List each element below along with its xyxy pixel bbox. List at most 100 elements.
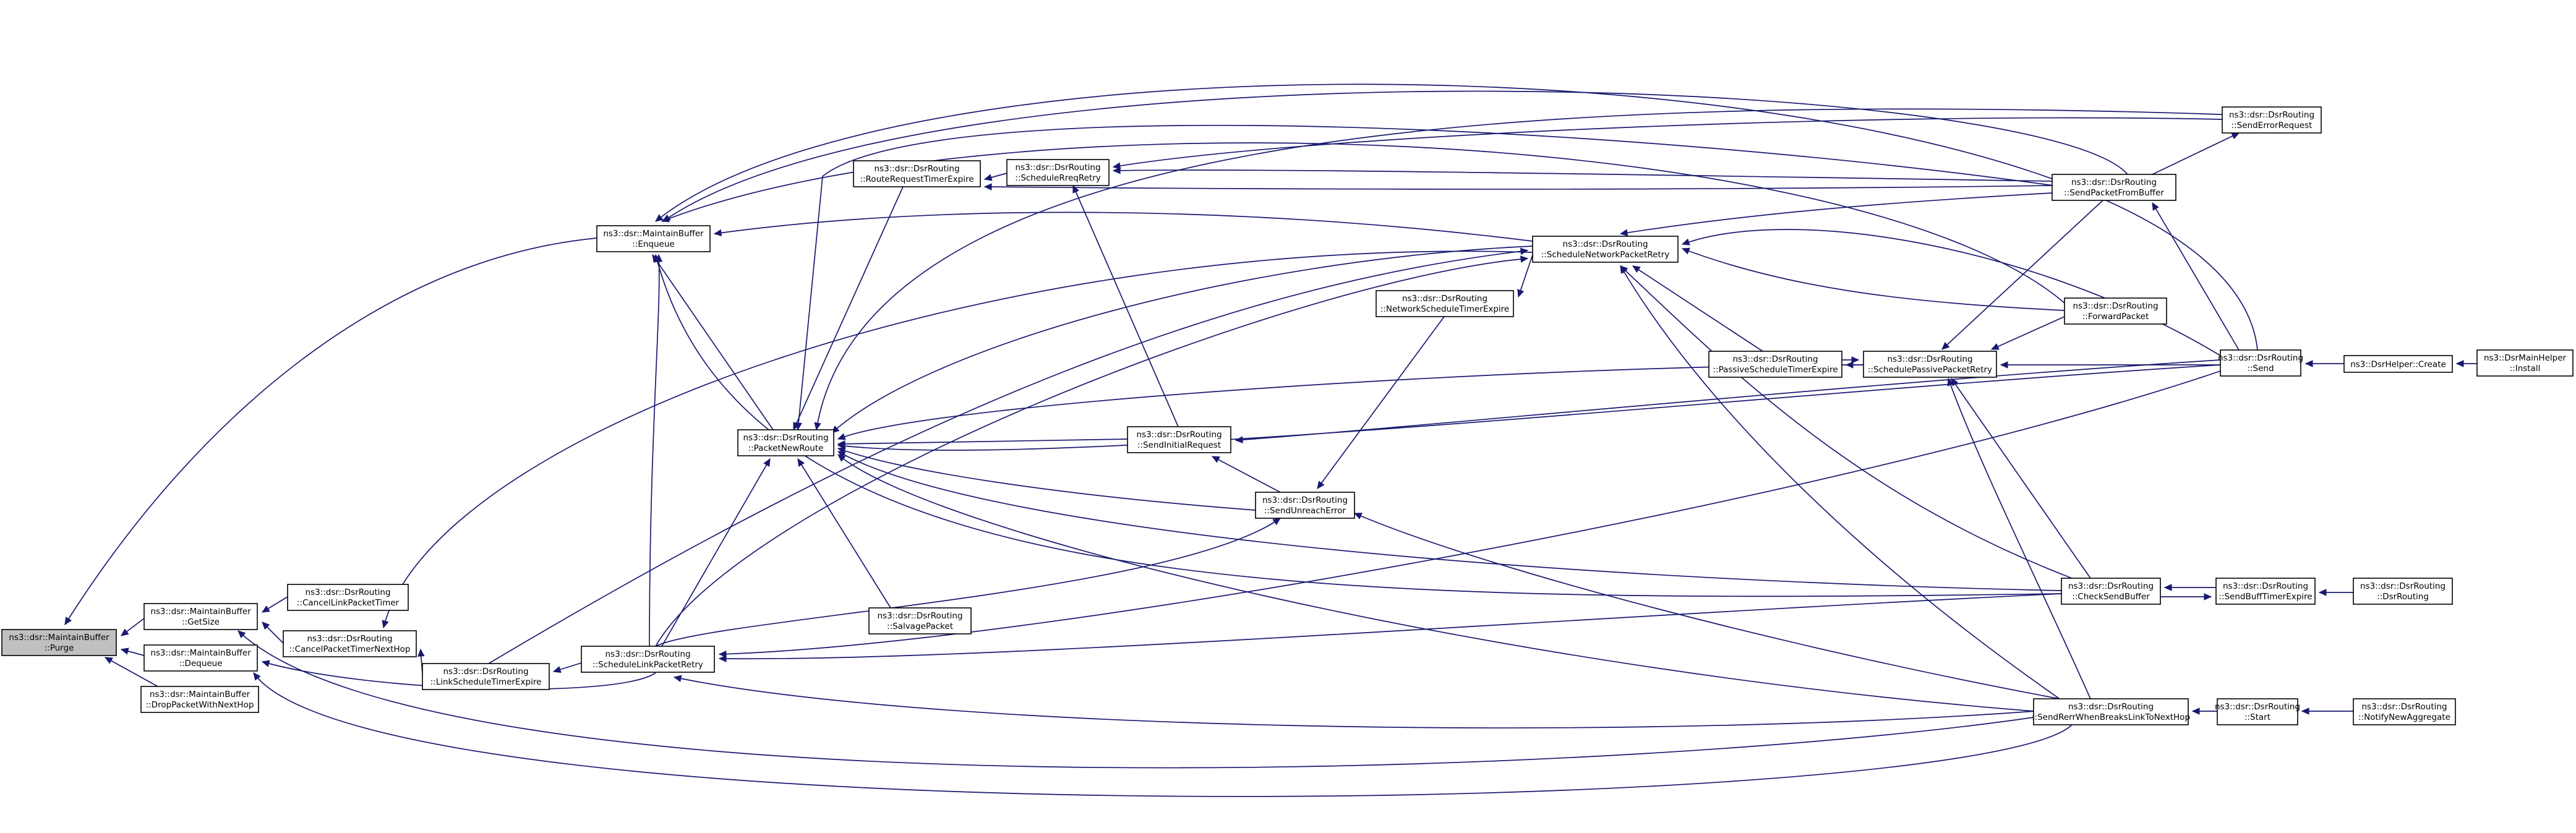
arrowhead-spfb-to-pnr <box>795 422 802 431</box>
edge-send-to-pnr <box>837 364 2221 451</box>
arrowhead-srwb-to-sue <box>1353 513 1363 519</box>
call-nodes: ns3::dsr::MaintainBuffer::Purgens3::dsr:… <box>1 106 2574 725</box>
node-label-cancellinkpt-line1: ns3::dsr::DsrRouting <box>305 587 390 597</box>
node-ser[interactable]: ns3::dsr::DsrRouting::SendErrorRequest <box>2222 106 2322 134</box>
node-send[interactable]: ns3::dsr::DsrRouting::Send <box>2218 349 2303 377</box>
node-box-srr[interactable] <box>1006 159 1110 186</box>
node-spfb[interactable]: ns3::dsr::DsrRouting::SendPacketFromBuff… <box>2052 174 2176 201</box>
node-box-rrte[interactable] <box>853 160 981 187</box>
edge-send-to-spfb <box>2152 202 2240 351</box>
node-label-enqueue-line1: ns3::dsr::MaintainBuffer <box>603 229 704 239</box>
node-box-enqueue[interactable] <box>596 225 711 252</box>
node-enqueue[interactable]: ns3::dsr::MaintainBuffer::Enqueue <box>596 225 711 252</box>
node-salvage[interactable]: ns3::dsr::DsrRouting::SalvagePacket <box>868 607 972 634</box>
arrowhead-send-to-enqueue <box>655 214 664 222</box>
node-getsize[interactable]: ns3::dsr::MaintainBuffer::GetSize <box>143 603 258 630</box>
node-sir[interactable]: ns3::dsr::DsrRouting::SendInitialRequest <box>1127 426 1231 453</box>
node-box-linksched[interactable] <box>422 663 550 690</box>
arrowhead-ser-to-pnr <box>814 422 821 431</box>
node-box-helpercreate[interactable] <box>2343 355 2453 373</box>
node-box-dsrr[interactable] <box>2353 578 2453 605</box>
node-csb[interactable]: ns3::dsr::DsrRouting::CheckSendBuffer <box>2061 578 2161 605</box>
node-box-pnr[interactable] <box>737 429 834 456</box>
node-schedlink[interactable]: ns3::dsr::DsrRouting::ScheduleLinkPacket… <box>581 646 715 673</box>
node-linksched[interactable]: ns3::dsr::DsrRouting::LinkScheduleTimerE… <box>422 663 550 690</box>
node-box-nste[interactable] <box>1376 290 1514 317</box>
node-nste[interactable]: ns3::dsr::DsrRouting::NetworkScheduleTim… <box>1376 290 1514 317</box>
node-sue[interactable]: ns3::dsr::DsrRouting::SendUnreachError <box>1255 492 1355 519</box>
node-nna[interactable]: ns3::dsr::DsrRouting::NotifyNewAggregate <box>2353 698 2456 725</box>
node-box-start[interactable] <box>2217 698 2298 725</box>
node-label-linksched-line1: ns3::dsr::DsrRouting <box>443 667 528 677</box>
arrowhead-schedlink-to-pnr <box>763 458 771 467</box>
edge-spfb-to-pnr <box>797 124 2054 430</box>
node-box-ser[interactable] <box>2222 106 2322 134</box>
node-box-purge[interactable] <box>1 629 117 656</box>
arrowhead-linksched-to-cancelpt <box>417 648 425 657</box>
node-label-send-line2: ::Send <box>2247 364 2274 374</box>
arrowhead-fwd-to-snpr <box>1681 247 1690 255</box>
node-label-sue-line1: ns3::dsr::DsrRouting <box>1262 495 1348 505</box>
node-snpr[interactable]: ns3::dsr::DsrRouting::ScheduleNetworkPac… <box>1532 236 1679 263</box>
node-label-rrte-line1: ns3::dsr::DsrRouting <box>874 164 959 174</box>
node-pste[interactable]: ns3::dsr::DsrRouting::PassiveScheduleTim… <box>1708 351 1842 378</box>
node-box-drop[interactable] <box>140 686 259 713</box>
node-box-sue[interactable] <box>1255 492 1355 519</box>
node-box-dequeue[interactable] <box>143 644 258 672</box>
node-drop[interactable]: ns3::dsr::MaintainBuffer::DropPacketWith… <box>140 686 259 713</box>
node-box-fwd[interactable] <box>2064 297 2167 325</box>
node-box-spfb[interactable] <box>2052 174 2176 201</box>
node-box-sppr[interactable] <box>1863 351 1997 378</box>
edge-sue-to-sir <box>1212 456 1281 493</box>
edge-pste-to-snpr <box>1632 265 1763 352</box>
node-box-sbte[interactable] <box>2215 578 2316 605</box>
node-pnr[interactable]: ns3::dsr::DsrRouting::PacketNewRoute <box>737 429 834 456</box>
node-srwb[interactable]: ns3::dsr::DsrRouting::SendRerrWhenBreaks… <box>2032 698 2190 725</box>
node-box-csb[interactable] <box>2061 578 2161 605</box>
node-box-install[interactable] <box>2476 349 2574 377</box>
edge-csb-to-snpr <box>1620 265 2073 579</box>
node-label-sbte-line2: ::SendBuffTimerExpire <box>2219 592 2312 602</box>
node-rrte[interactable]: ns3::dsr::DsrRouting::RouteRequestTimerE… <box>853 160 981 187</box>
node-label-start-line2: ::Start <box>2244 712 2270 722</box>
node-cancelpt[interactable]: ns3::dsr::DsrRouting::CancelPacketTimerN… <box>283 630 417 657</box>
arrowhead-csb-to-pnr <box>837 451 846 458</box>
arrowhead-helpercreate-to-send <box>2304 360 2313 367</box>
node-purge[interactable]: ns3::dsr::MaintainBuffer::Purge <box>1 629 117 656</box>
node-install[interactable]: ns3::DsrMainHelper::Install <box>2476 349 2574 377</box>
node-sppr[interactable]: ns3::dsr::DsrRouting::SchedulePassivePac… <box>1863 351 1997 378</box>
node-box-getsize[interactable] <box>143 603 258 630</box>
node-label-sbte-line1: ns3::dsr::DsrRouting <box>2223 581 2308 591</box>
node-box-srwb[interactable] <box>2033 698 2189 725</box>
node-sbte[interactable]: ns3::dsr::DsrRouting::SendBuffTimerExpir… <box>2215 578 2316 605</box>
node-label-nste-line2: ::NetworkScheduleTimerExpire <box>1380 304 1510 314</box>
node-label-enqueue-line2: ::Enqueue <box>632 239 674 249</box>
node-box-snpr[interactable] <box>1532 236 1679 263</box>
arrowhead-srwb-to-snpr <box>1620 265 1627 274</box>
arrowhead-srr-to-rrte <box>983 174 993 181</box>
node-box-cancelpt[interactable] <box>283 630 417 657</box>
edge-send-to-enqueue <box>655 83 2258 351</box>
node-start[interactable]: ns3::dsr::DsrRouting::Start <box>2215 698 2300 725</box>
node-box-nna[interactable] <box>2353 698 2456 725</box>
edge-schedlink-to-enqueue <box>649 254 660 647</box>
node-box-sir[interactable] <box>1127 426 1231 453</box>
node-box-pste[interactable] <box>1708 351 1842 378</box>
node-helpercreate[interactable]: ns3::DsrHelper::Create <box>2343 355 2453 373</box>
node-label-csb-line2: ::CheckSendBuffer <box>2072 592 2150 602</box>
node-label-snpr-line1: ns3::dsr::DsrRouting <box>1562 239 1648 249</box>
node-box-send[interactable] <box>2220 349 2301 377</box>
node-box-schedlink[interactable] <box>581 646 715 673</box>
arrowhead-srwb-to-sppr <box>1947 377 1954 387</box>
node-box-salvage[interactable] <box>868 607 972 634</box>
node-cancellinkpt[interactable]: ns3::dsr::DsrRouting::CancelLinkPacketTi… <box>287 584 409 611</box>
node-dequeue[interactable]: ns3::dsr::MaintainBuffer::Dequeue <box>143 644 258 672</box>
edge-snpr-to-cancelpt <box>383 250 1533 628</box>
node-fwd[interactable]: ns3::dsr::DsrRouting::ForwardPacket <box>2064 297 2167 325</box>
node-srr[interactable]: ns3::dsr::DsrRouting::ScheduleRreqRetry <box>1006 159 1110 186</box>
node-label-spfb-line1: ns3::dsr::DsrRouting <box>2071 177 2157 187</box>
arrowhead-spfb-to-srr <box>1112 167 1121 174</box>
node-dsrr[interactable]: ns3::dsr::DsrRouting::DsrRouting <box>2353 578 2453 605</box>
edge-schedlink-to-snpr <box>655 258 1528 647</box>
node-box-cancellinkpt[interactable] <box>287 584 409 611</box>
